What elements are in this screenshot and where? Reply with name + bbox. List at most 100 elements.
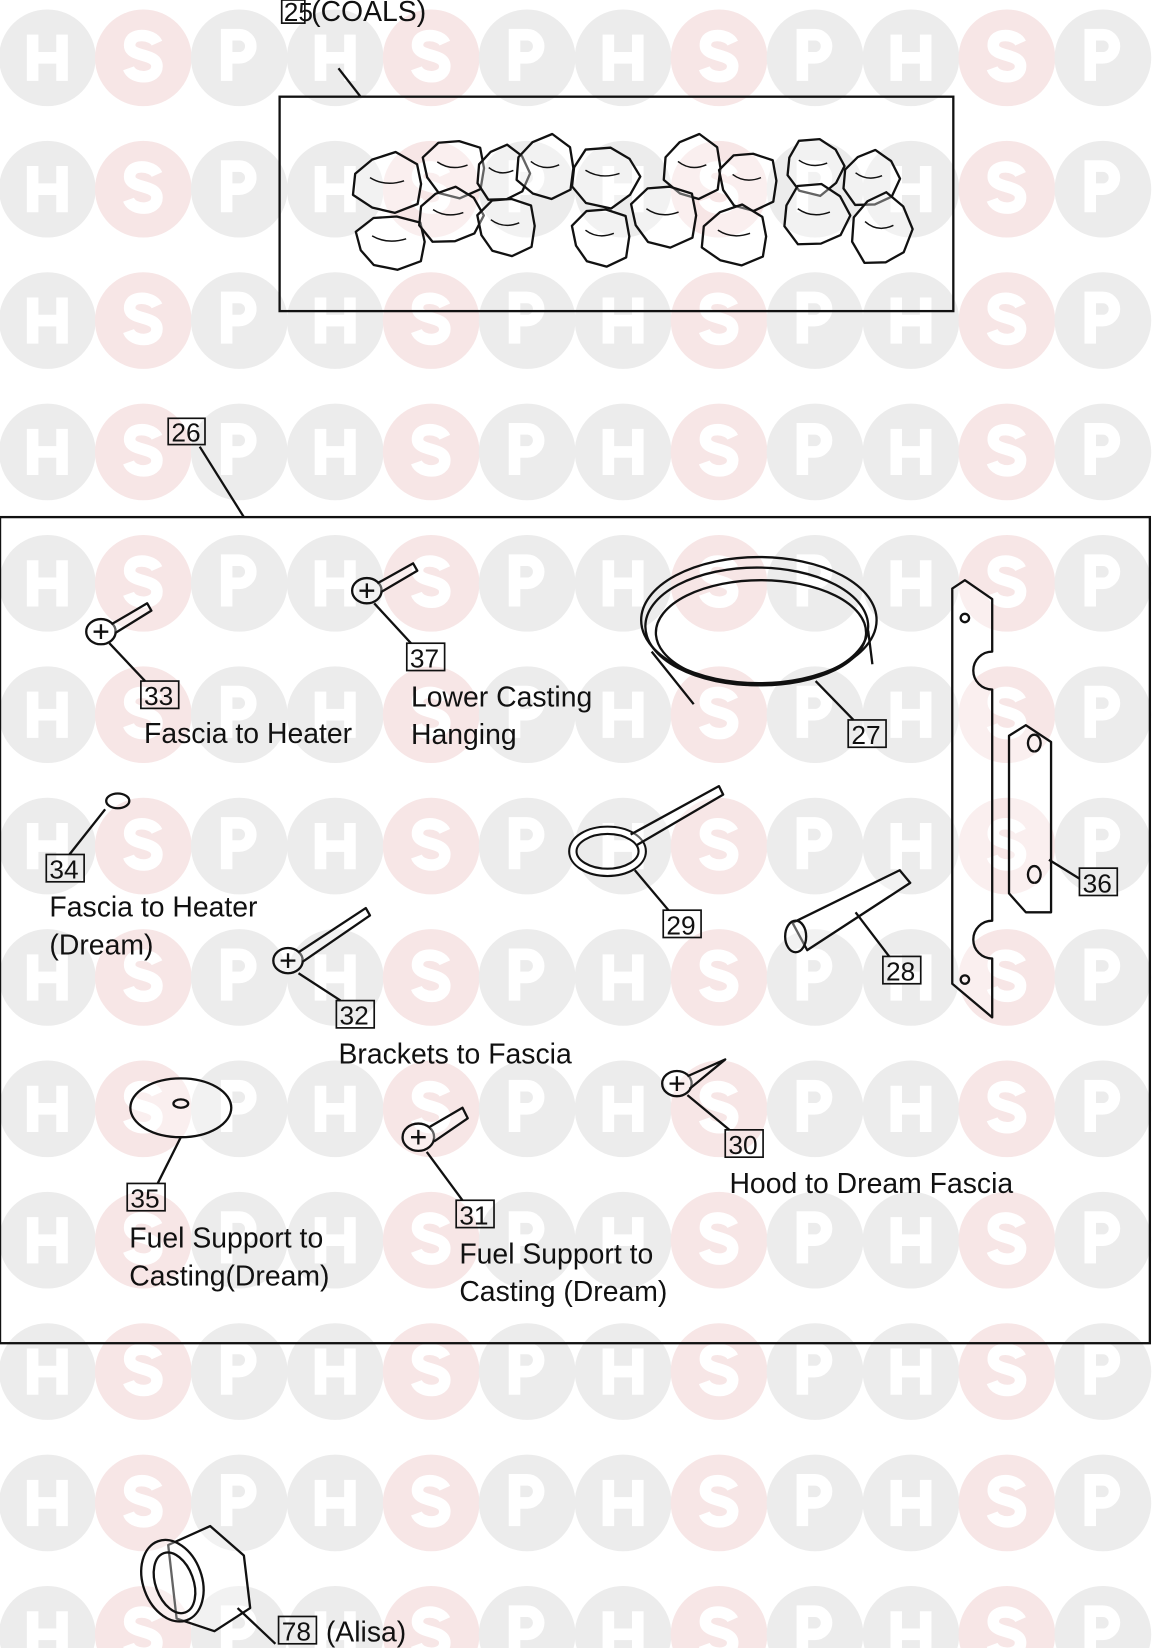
watermark-glyph-s: [123, 949, 163, 1003]
watermark-glyph-p: [508, 685, 545, 738]
watermark-glyph-p: [1084, 554, 1121, 607]
watermark-glyph-s: [123, 555, 163, 608]
watermark-circle: [478, 1586, 576, 1648]
part-31-screw[interactable]: 31 Fuel Support to Casting (Dream): [401, 1106, 668, 1308]
watermark-glyph-h: [602, 34, 644, 81]
watermark-glyph-h: [314, 428, 356, 476]
callout-box: [277, 1615, 318, 1645]
watermark-circle: [862, 1586, 960, 1648]
watermark-circle: [0, 1586, 96, 1648]
watermark-glyph-h: [602, 1217, 644, 1264]
callout-description: Casting (Dream): [459, 1276, 667, 1308]
watermark-glyph-s: [698, 423, 739, 477]
plug-body: [791, 869, 912, 952]
callout-description: Fuel Support to: [129, 1223, 323, 1255]
watermark-glyph-p: [796, 28, 833, 81]
watermark-glyph-s: [698, 29, 739, 83]
watermark-glyph-h: [314, 822, 356, 870]
coals-drawing: [351, 132, 914, 271]
part-35-washer[interactable]: 35 Fuel Support to Casting(Dream): [126, 1077, 329, 1292]
coal-detail: [677, 160, 707, 169]
watermark-glyph-h: [26, 822, 68, 870]
bracket-plate: [951, 579, 994, 1019]
watermark-glyph-s: [986, 686, 1027, 740]
callout-box: [662, 909, 702, 939]
coal-detail: [436, 161, 468, 169]
part-33-screw[interactable]: 33 Fascia to Heater: [85, 602, 352, 750]
leader-line: [1048, 858, 1081, 880]
watermark-glyph-p: [796, 1474, 833, 1527]
watermark-glyph-s: [986, 555, 1027, 608]
watermark-glyph-p: [508, 817, 545, 870]
part-27-wire-coil[interactable]: 27: [640, 555, 887, 750]
watermark-glyph-h: [890, 34, 932, 81]
watermark-glyph-s: [123, 1474, 163, 1528]
callout-box: [45, 853, 85, 883]
leader-line: [156, 1136, 182, 1184]
leader-line: [297, 972, 342, 1002]
coal-lump: [850, 191, 914, 265]
watermark-glyph-s: [986, 949, 1027, 1003]
watermark-glyph-s: [986, 1343, 1027, 1397]
part-78-bush[interactable]: 78 (Alisa): [130, 1524, 406, 1648]
watermark-glyph-h: [314, 1348, 356, 1395]
callout-description: Casting(Dream): [129, 1260, 329, 1292]
callout-description: (Dream): [49, 929, 153, 961]
watermark-glyph-s: [986, 161, 1027, 214]
watermark-glyph-p: [220, 817, 257, 870]
coal-lump: [354, 215, 426, 271]
watermark-glyph-h: [890, 297, 932, 344]
callout-box: [140, 680, 180, 710]
watermark-glyph-p: [796, 1079, 833, 1132]
coil-end: [650, 630, 874, 705]
callout-description: Fuel Support to: [459, 1238, 653, 1270]
watermark-glyph-p: [1084, 1342, 1121, 1395]
callout-box: [405, 642, 446, 672]
coal-lump: [351, 150, 423, 214]
watermark-glyph-h: [314, 166, 356, 213]
coal-detail: [432, 208, 464, 216]
coal-detail: [369, 176, 405, 185]
watermark-glyph-h: [26, 954, 68, 1001]
watermark-glyph-p: [1084, 160, 1121, 213]
callout-box: [882, 955, 922, 985]
coal-detail: [798, 159, 828, 167]
part-36-bracket[interactable]: 36: [951, 579, 1119, 1019]
watermark-glyph-h: [26, 1611, 68, 1648]
part-29-eye-screw[interactable]: 29: [568, 785, 725, 940]
coil-loop: [654, 579, 868, 687]
watermark-glyph-s: [698, 686, 739, 740]
callout-number: 37: [410, 643, 439, 673]
watermark-circle: [1054, 1586, 1152, 1648]
callout-number: 25: [284, 0, 313, 27]
watermark-glyph-h: [890, 822, 932, 870]
bracket-hole: [959, 612, 971, 624]
watermark-glyph-p: [220, 160, 257, 213]
watermark-glyph-p: [220, 291, 257, 344]
watermark-glyph-p: [220, 685, 257, 738]
screw-thread: [110, 602, 153, 634]
watermark-glyph-p: [796, 554, 833, 607]
part-34-clip[interactable]: 34 Fascia to Heater (Dream): [45, 792, 258, 962]
callout-number: 31: [459, 1200, 488, 1230]
coal-lump: [717, 152, 778, 213]
watermark-glyph-h: [314, 297, 356, 344]
watermark-glyph-h: [314, 691, 356, 738]
callout-description: Fascia to Heater: [144, 718, 352, 750]
part-25-coals[interactable]: 25 (COALS): [278, 0, 955, 313]
watermark-glyph-s: [698, 292, 739, 346]
watermark-glyph-h: [602, 428, 644, 476]
watermark-glyph-h: [26, 1479, 68, 1527]
watermark-glyph-s: [123, 29, 163, 83]
leader-line: [236, 1607, 277, 1645]
watermark-glyph-p: [1084, 291, 1121, 344]
screw-thread: [376, 562, 419, 593]
watermark-glyph-p: [796, 1342, 833, 1395]
part-28-wall-plug[interactable]: 28: [783, 869, 922, 987]
part-26-kit[interactable]: 26: [0, 417, 1152, 1345]
watermark-glyph-h: [890, 428, 932, 476]
watermark-glyph-p: [1084, 1211, 1121, 1264]
part-32-screw[interactable]: 32 Brackets to Fascia: [272, 906, 572, 1071]
part-30-screw[interactable]: 30 Hood to Dream Fascia: [661, 1058, 1013, 1200]
part-37-screw[interactable]: 37 Lower Casting Hanging: [350, 562, 592, 751]
